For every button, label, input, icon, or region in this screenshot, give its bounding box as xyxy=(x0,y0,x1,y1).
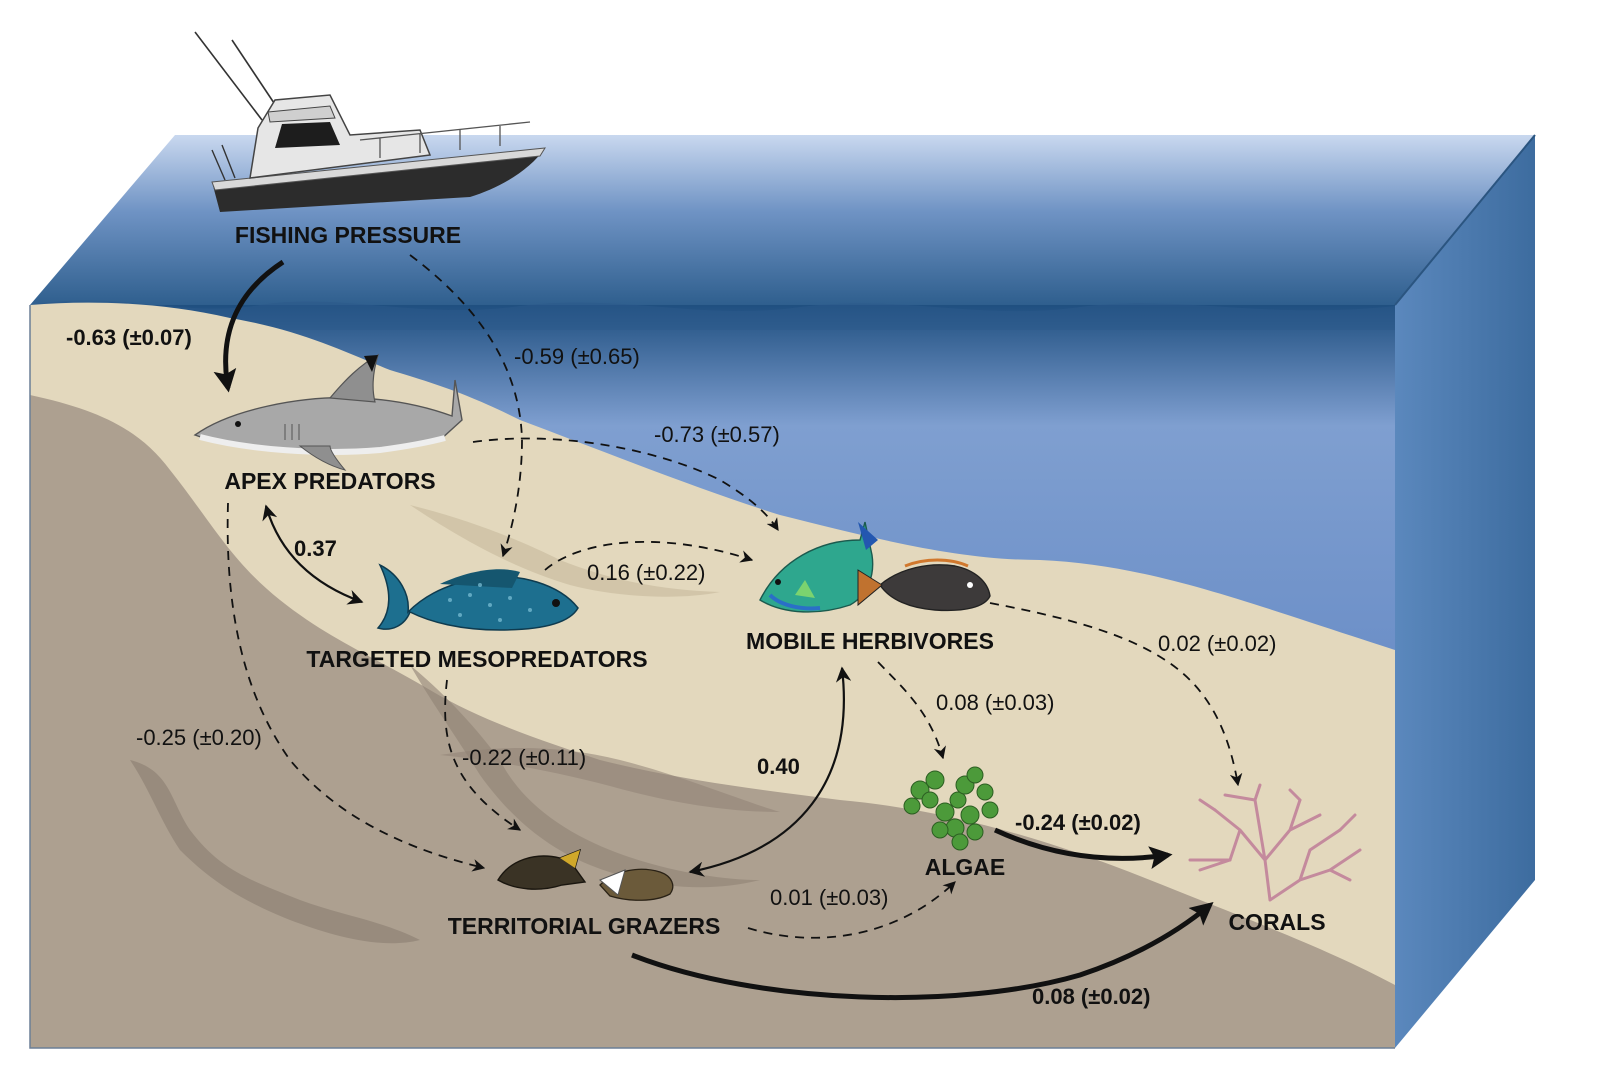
coral-icon xyxy=(1188,783,1362,902)
front-edge xyxy=(29,305,1395,1049)
edge-label-algae-corals: -0.24 (±0.02) xyxy=(1015,810,1141,835)
water-side-edge xyxy=(1394,134,1536,306)
edge-meso-herb xyxy=(544,541,754,571)
edge-herb-grazers xyxy=(688,666,852,877)
edge-apex-meso xyxy=(262,504,364,605)
edge-herb-corals xyxy=(989,602,1243,787)
fishing-boat-icon xyxy=(194,31,546,212)
shark-icon xyxy=(193,353,463,471)
label-apex-predators: APEX PREDATORS xyxy=(224,468,435,494)
edge-label-grazers-corals: 0.08 (±0.02) xyxy=(1032,984,1150,1009)
label-targeted-mesopredators: TARGETED MESOPREDATORS xyxy=(306,646,647,672)
surgeonfish-icon xyxy=(857,558,991,612)
edge-label-meso-herb: 0.16 (±0.22) xyxy=(587,560,705,585)
edge-label-herb-algae: 0.08 (±0.03) xyxy=(936,690,1054,715)
edge-label-fishing-meso: -0.59 (±0.65) xyxy=(514,344,640,369)
edge-label-herb-grazers: 0.40 xyxy=(757,754,800,779)
edge-apex-herb xyxy=(472,437,779,532)
edge-label-apex-grazers: -0.25 (±0.20) xyxy=(136,725,262,750)
label-mobile-herbivores: MOBILE HERBIVORES xyxy=(746,628,994,654)
seabed-ridge xyxy=(410,505,720,597)
edge-labels: -0.63 (±0.07) -0.59 (±0.65) -0.73 (±0.57… xyxy=(66,325,1276,1009)
edge-fishing-apex xyxy=(213,259,285,393)
edge-algae-corals xyxy=(993,827,1173,870)
edge-grazers-algae xyxy=(747,881,956,939)
label-corals: CORALS xyxy=(1228,909,1325,935)
edge-label-apex-meso: 0.37 xyxy=(294,536,337,561)
damselfish-icon xyxy=(497,848,674,901)
parrotfish-icon xyxy=(759,521,878,613)
edge-label-apex-herb: -0.73 (±0.57) xyxy=(654,422,780,447)
water-side-face xyxy=(1395,135,1535,1048)
edge-label-herb-corals: 0.02 (±0.02) xyxy=(1158,631,1276,656)
node-labels: FISHING PRESSURE APEX PREDATORS TARGETED… xyxy=(224,222,1325,939)
edge-label-fishing-apex: -0.63 (±0.07) xyxy=(66,325,192,350)
label-algae: ALGAE xyxy=(925,854,1006,880)
edge-apex-grazers xyxy=(226,502,486,872)
seabed xyxy=(30,395,1395,1048)
edge-label-grazers-algae: 0.01 (±0.03) xyxy=(770,885,888,910)
edges xyxy=(213,254,1243,1001)
label-fishing-pressure: FISHING PRESSURE xyxy=(235,222,461,248)
seabed-ridge xyxy=(410,665,760,888)
algae-icon xyxy=(903,766,999,851)
edge-grazers-corals xyxy=(631,902,1214,1001)
waterline xyxy=(30,300,1395,330)
seabed-ridge xyxy=(130,760,420,944)
grouper-icon xyxy=(376,563,579,631)
label-territorial-grazers: TERRITORIAL GRAZERS xyxy=(448,913,721,939)
edge-label-meso-grazers: -0.22 (±0.11) xyxy=(462,745,586,770)
edge-meso-grazers xyxy=(444,679,522,831)
edge-herb-algae xyxy=(877,661,946,760)
